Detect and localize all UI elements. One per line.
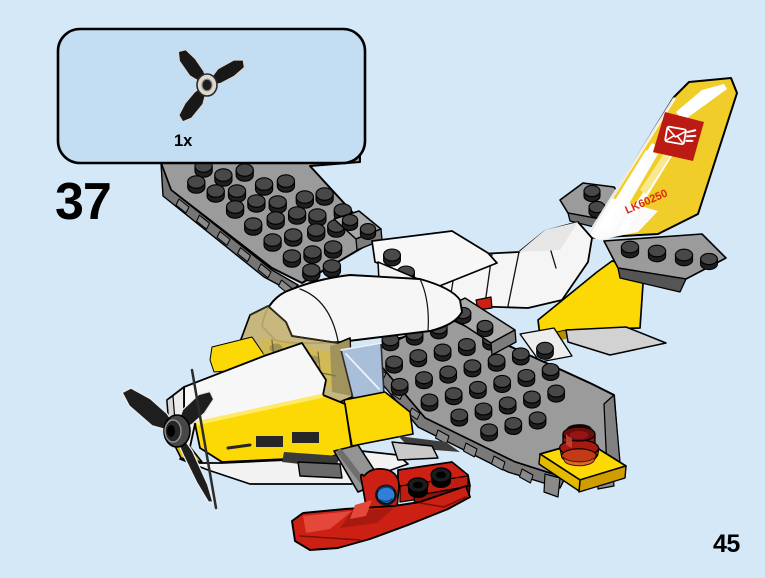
svg-text:37: 37 — [55, 173, 111, 231]
svg-text:45: 45 — [713, 530, 740, 558]
svg-text:1x: 1x — [174, 132, 193, 150]
